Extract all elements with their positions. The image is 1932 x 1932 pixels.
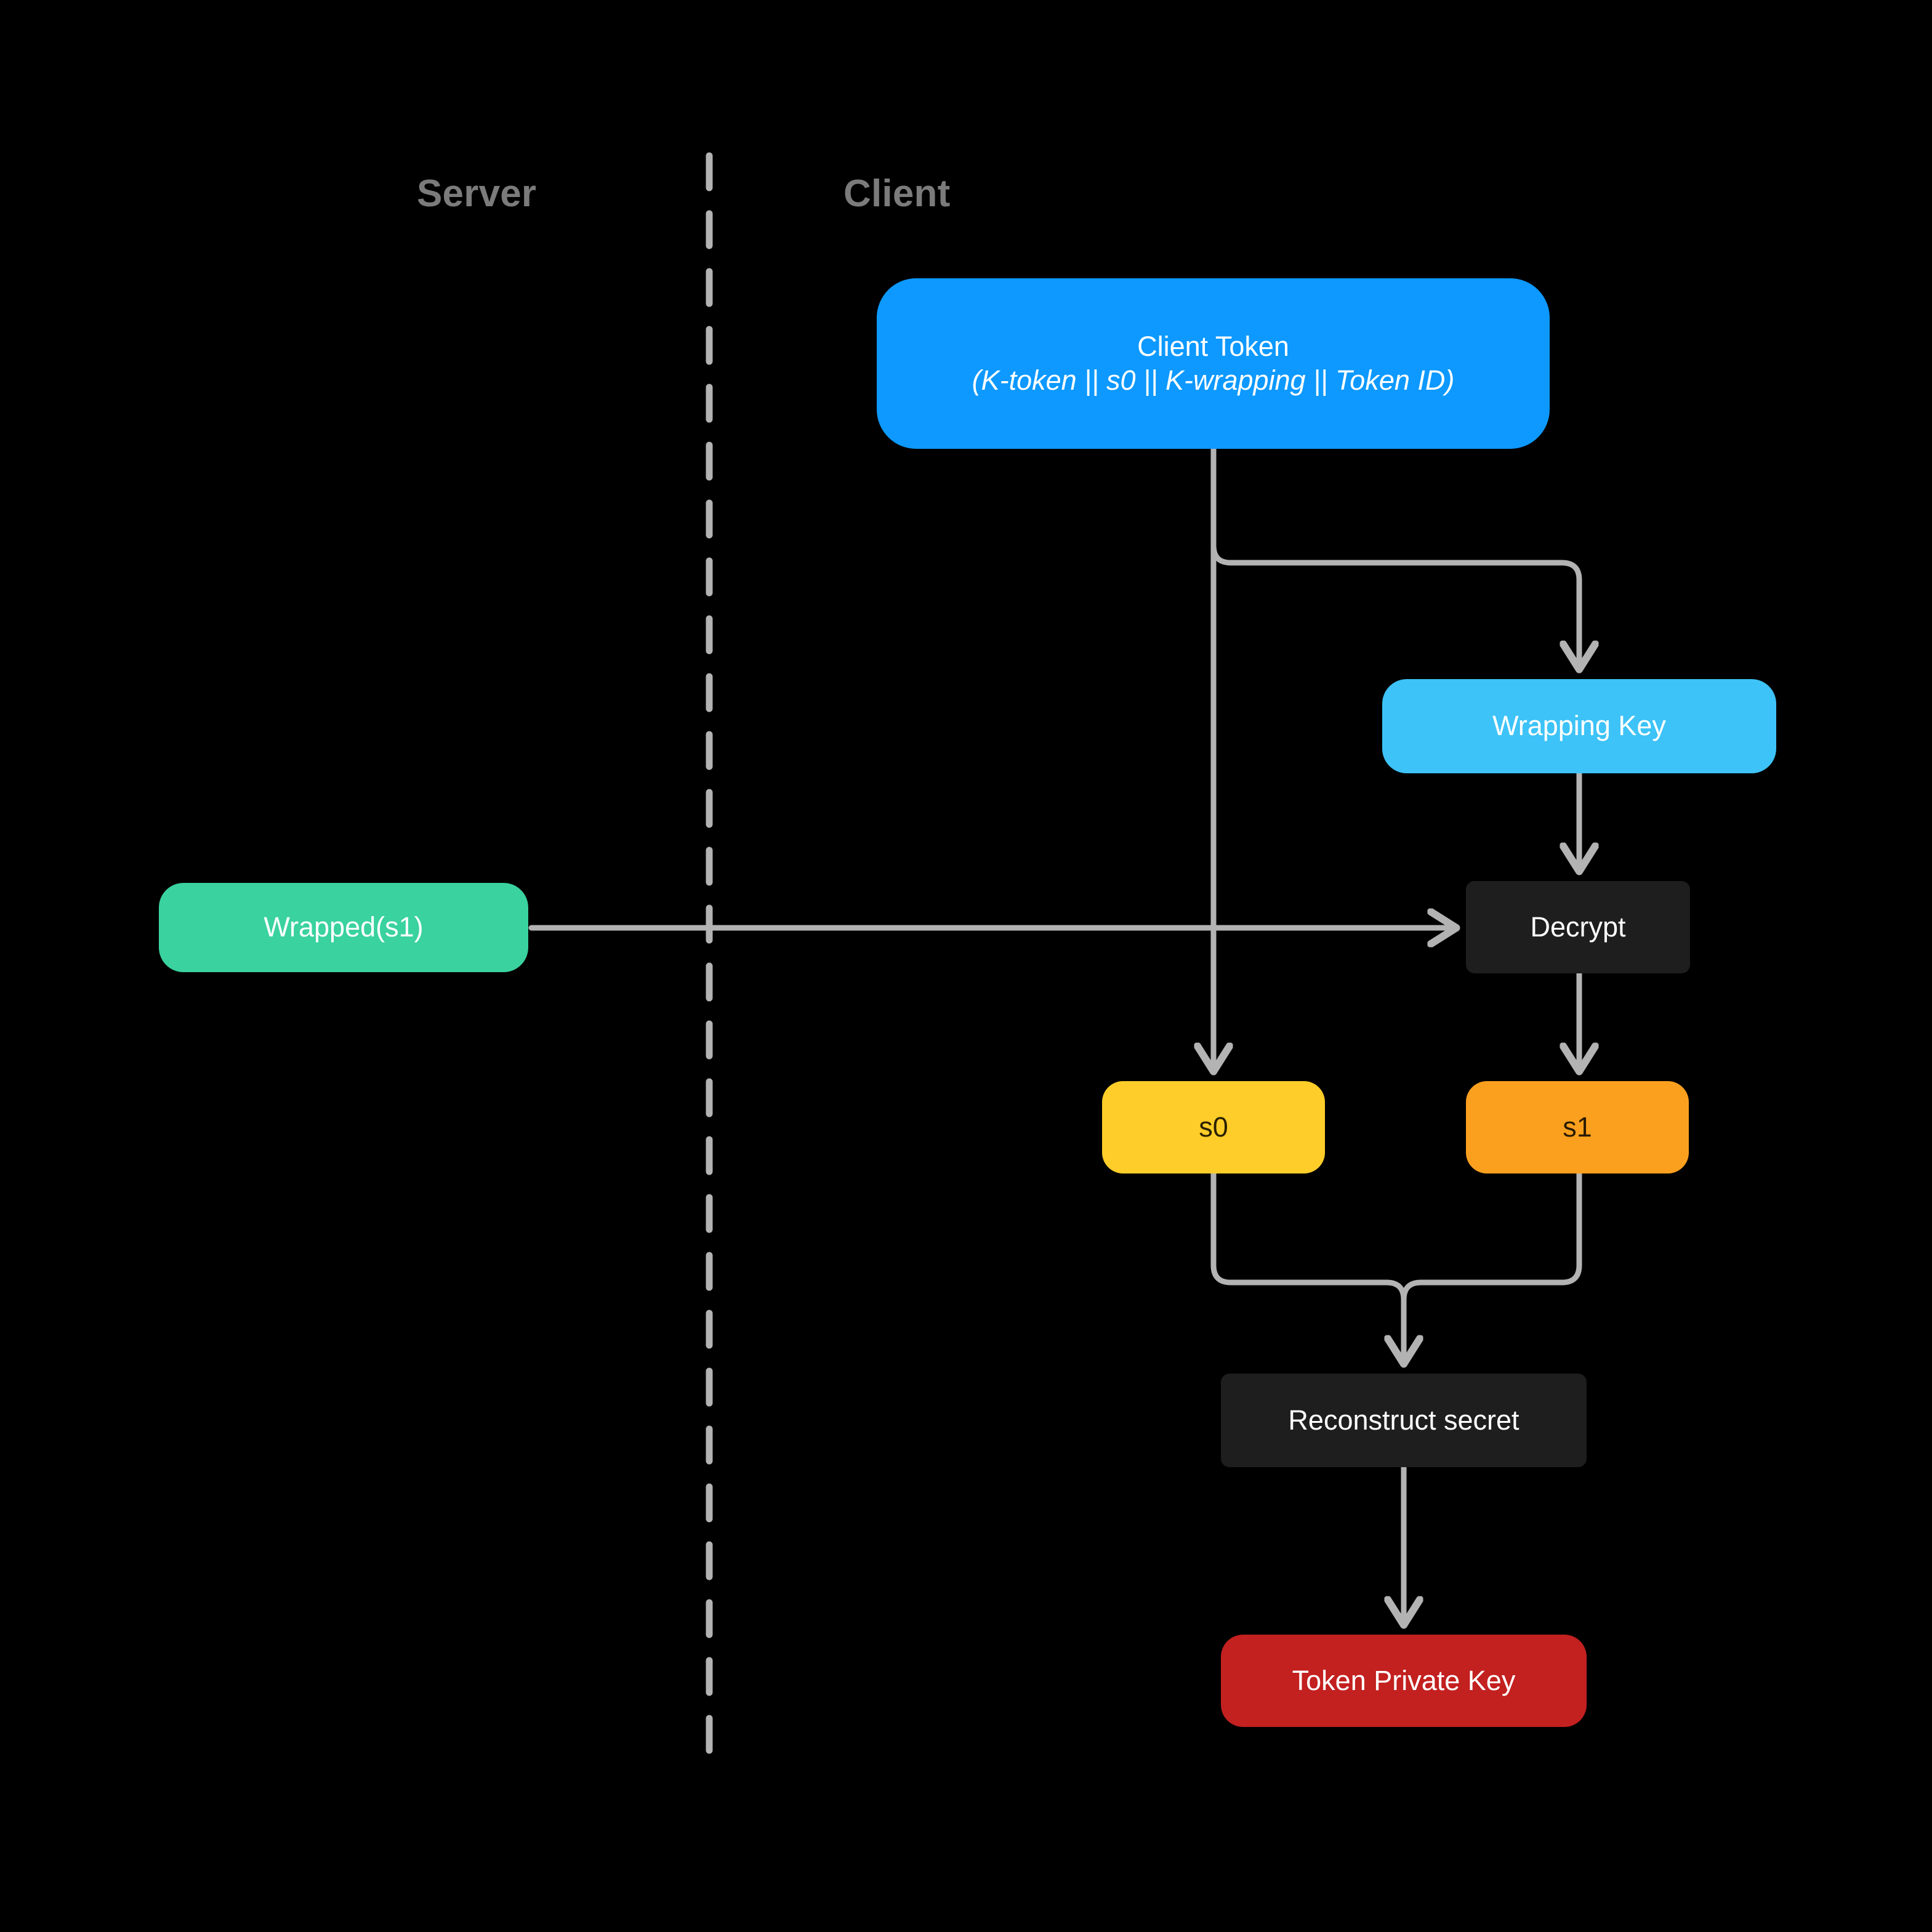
- node-client-token-line2: (K-token || s0 || K-wrapping || Token ID…: [972, 364, 1455, 396]
- node-reconstruct-secret[interactable]: Reconstruct secret: [1221, 1374, 1587, 1467]
- edge-client-token-to-wrapping-key: [1210, 539, 1579, 666]
- node-s0-label: s0: [1199, 1111, 1228, 1143]
- node-s1[interactable]: s1: [1466, 1081, 1689, 1173]
- node-s0[interactable]: s0: [1102, 1081, 1325, 1173]
- node-token-private-key[interactable]: Token Private Key: [1221, 1635, 1587, 1727]
- edge-s1-to-reconstruct-secret: [1401, 1170, 1582, 1345]
- node-wrapping-key[interactable]: Wrapping Key: [1382, 679, 1776, 773]
- node-wrapped-s1-label: Wrapped(s1): [264, 911, 424, 943]
- node-client-token[interactable]: Client Token (K-token || s0 || K-wrappin…: [877, 278, 1550, 449]
- lane-label-server: Server: [417, 172, 537, 215]
- node-client-token-line1: Client Token: [1137, 330, 1289, 362]
- node-token-private-key-label: Token Private Key: [1292, 1664, 1516, 1696]
- lane-label-client: Client: [843, 172, 951, 215]
- node-decrypt-label: Decrypt: [1530, 911, 1626, 943]
- node-s1-label: s1: [1563, 1111, 1592, 1143]
- edge-s0-to-reconstruct-secret: [1210, 1170, 1404, 1361]
- node-decrypt[interactable]: Decrypt: [1466, 881, 1690, 973]
- node-wrapping-key-label: Wrapping Key: [1492, 710, 1666, 742]
- node-wrapped-s1[interactable]: Wrapped(s1): [159, 883, 528, 972]
- node-reconstruct-secret-label: Reconstruct secret: [1288, 1404, 1519, 1436]
